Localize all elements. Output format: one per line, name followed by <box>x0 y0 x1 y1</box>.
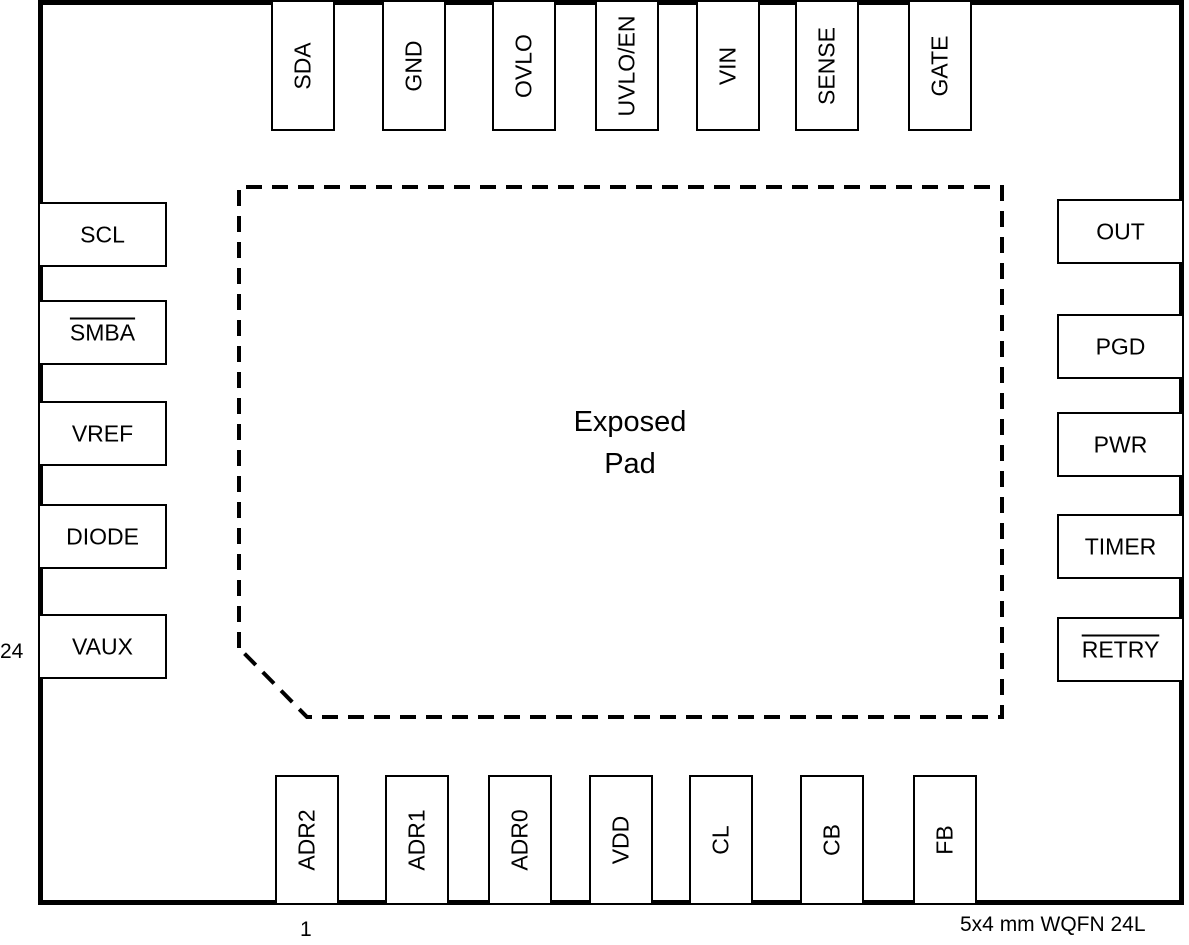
pin-label: SCL <box>80 221 125 247</box>
pin-label: FB <box>931 825 958 855</box>
package-name: 5x4 mm WQFN 24L <box>960 913 1146 936</box>
pin-sense: SENSE <box>795 0 859 131</box>
pin-label: RETRY <box>1081 636 1160 662</box>
exposed-pad-label-line2: Pad <box>604 448 656 480</box>
pin-gnd: GND <box>382 0 446 131</box>
pin-timer: TIMER <box>1057 514 1184 579</box>
pin-pwr: PWR <box>1057 412 1184 477</box>
pin-sda: SDA <box>271 0 335 131</box>
pin-vaux: VAUX <box>38 614 167 679</box>
pin-label: ADR1 <box>403 809 430 871</box>
pin1-marker: 1 <box>300 918 312 941</box>
pin-fb: FB <box>913 775 977 905</box>
pin-adr1: ADR1 <box>385 775 449 905</box>
pin-cb: CB <box>800 775 864 905</box>
pin-smba: SMBA <box>38 300 167 365</box>
pin-label: GND <box>400 39 427 92</box>
pin-adr0: ADR0 <box>488 775 552 905</box>
pin-label: OUT <box>1096 218 1145 244</box>
pin-uvlo-en: UVLO/EN <box>595 0 659 131</box>
pin-label: VAUX <box>72 633 133 659</box>
pin-retry: RETRY <box>1057 617 1184 682</box>
pin-label: VREF <box>71 420 134 446</box>
pin-label: UVLO/EN <box>613 15 640 116</box>
pin-scl: SCL <box>38 202 167 267</box>
pin-label: SDA <box>289 41 316 90</box>
pin-label: PGD <box>1095 333 1146 359</box>
pin-label: OVLO <box>510 33 537 98</box>
pin24-marker: 24 <box>0 640 24 663</box>
pin-label: CB <box>818 824 845 856</box>
pin-vref: VREF <box>38 401 167 466</box>
pin-label: GATE <box>926 35 953 96</box>
pin-cl: CL <box>689 775 753 905</box>
pin-label: TIMER <box>1084 533 1157 559</box>
pin-label: SENSE <box>813 26 840 105</box>
pin-ovlo: OVLO <box>492 0 556 131</box>
pin-pgd: PGD <box>1057 314 1184 379</box>
pin-vin: VIN <box>696 0 760 131</box>
pin-label: VIN <box>714 46 741 85</box>
pin-label: SMBA <box>69 319 136 345</box>
pin-out: OUT <box>1057 199 1184 264</box>
pin-label: ADR2 <box>293 809 320 871</box>
pin-label: DIODE <box>66 523 139 549</box>
pin-label: PWR <box>1093 431 1148 457</box>
pin-diode: DIODE <box>38 504 167 569</box>
pin-label: CL <box>707 825 734 855</box>
pin-label: VDD <box>607 815 634 865</box>
pin-label: ADR0 <box>506 809 533 871</box>
pin-gate: GATE <box>908 0 972 131</box>
pin-adr2: ADR2 <box>275 775 339 905</box>
exposed-pad-label-line1: Exposed <box>573 406 687 438</box>
pin-vdd: VDD <box>589 775 653 905</box>
